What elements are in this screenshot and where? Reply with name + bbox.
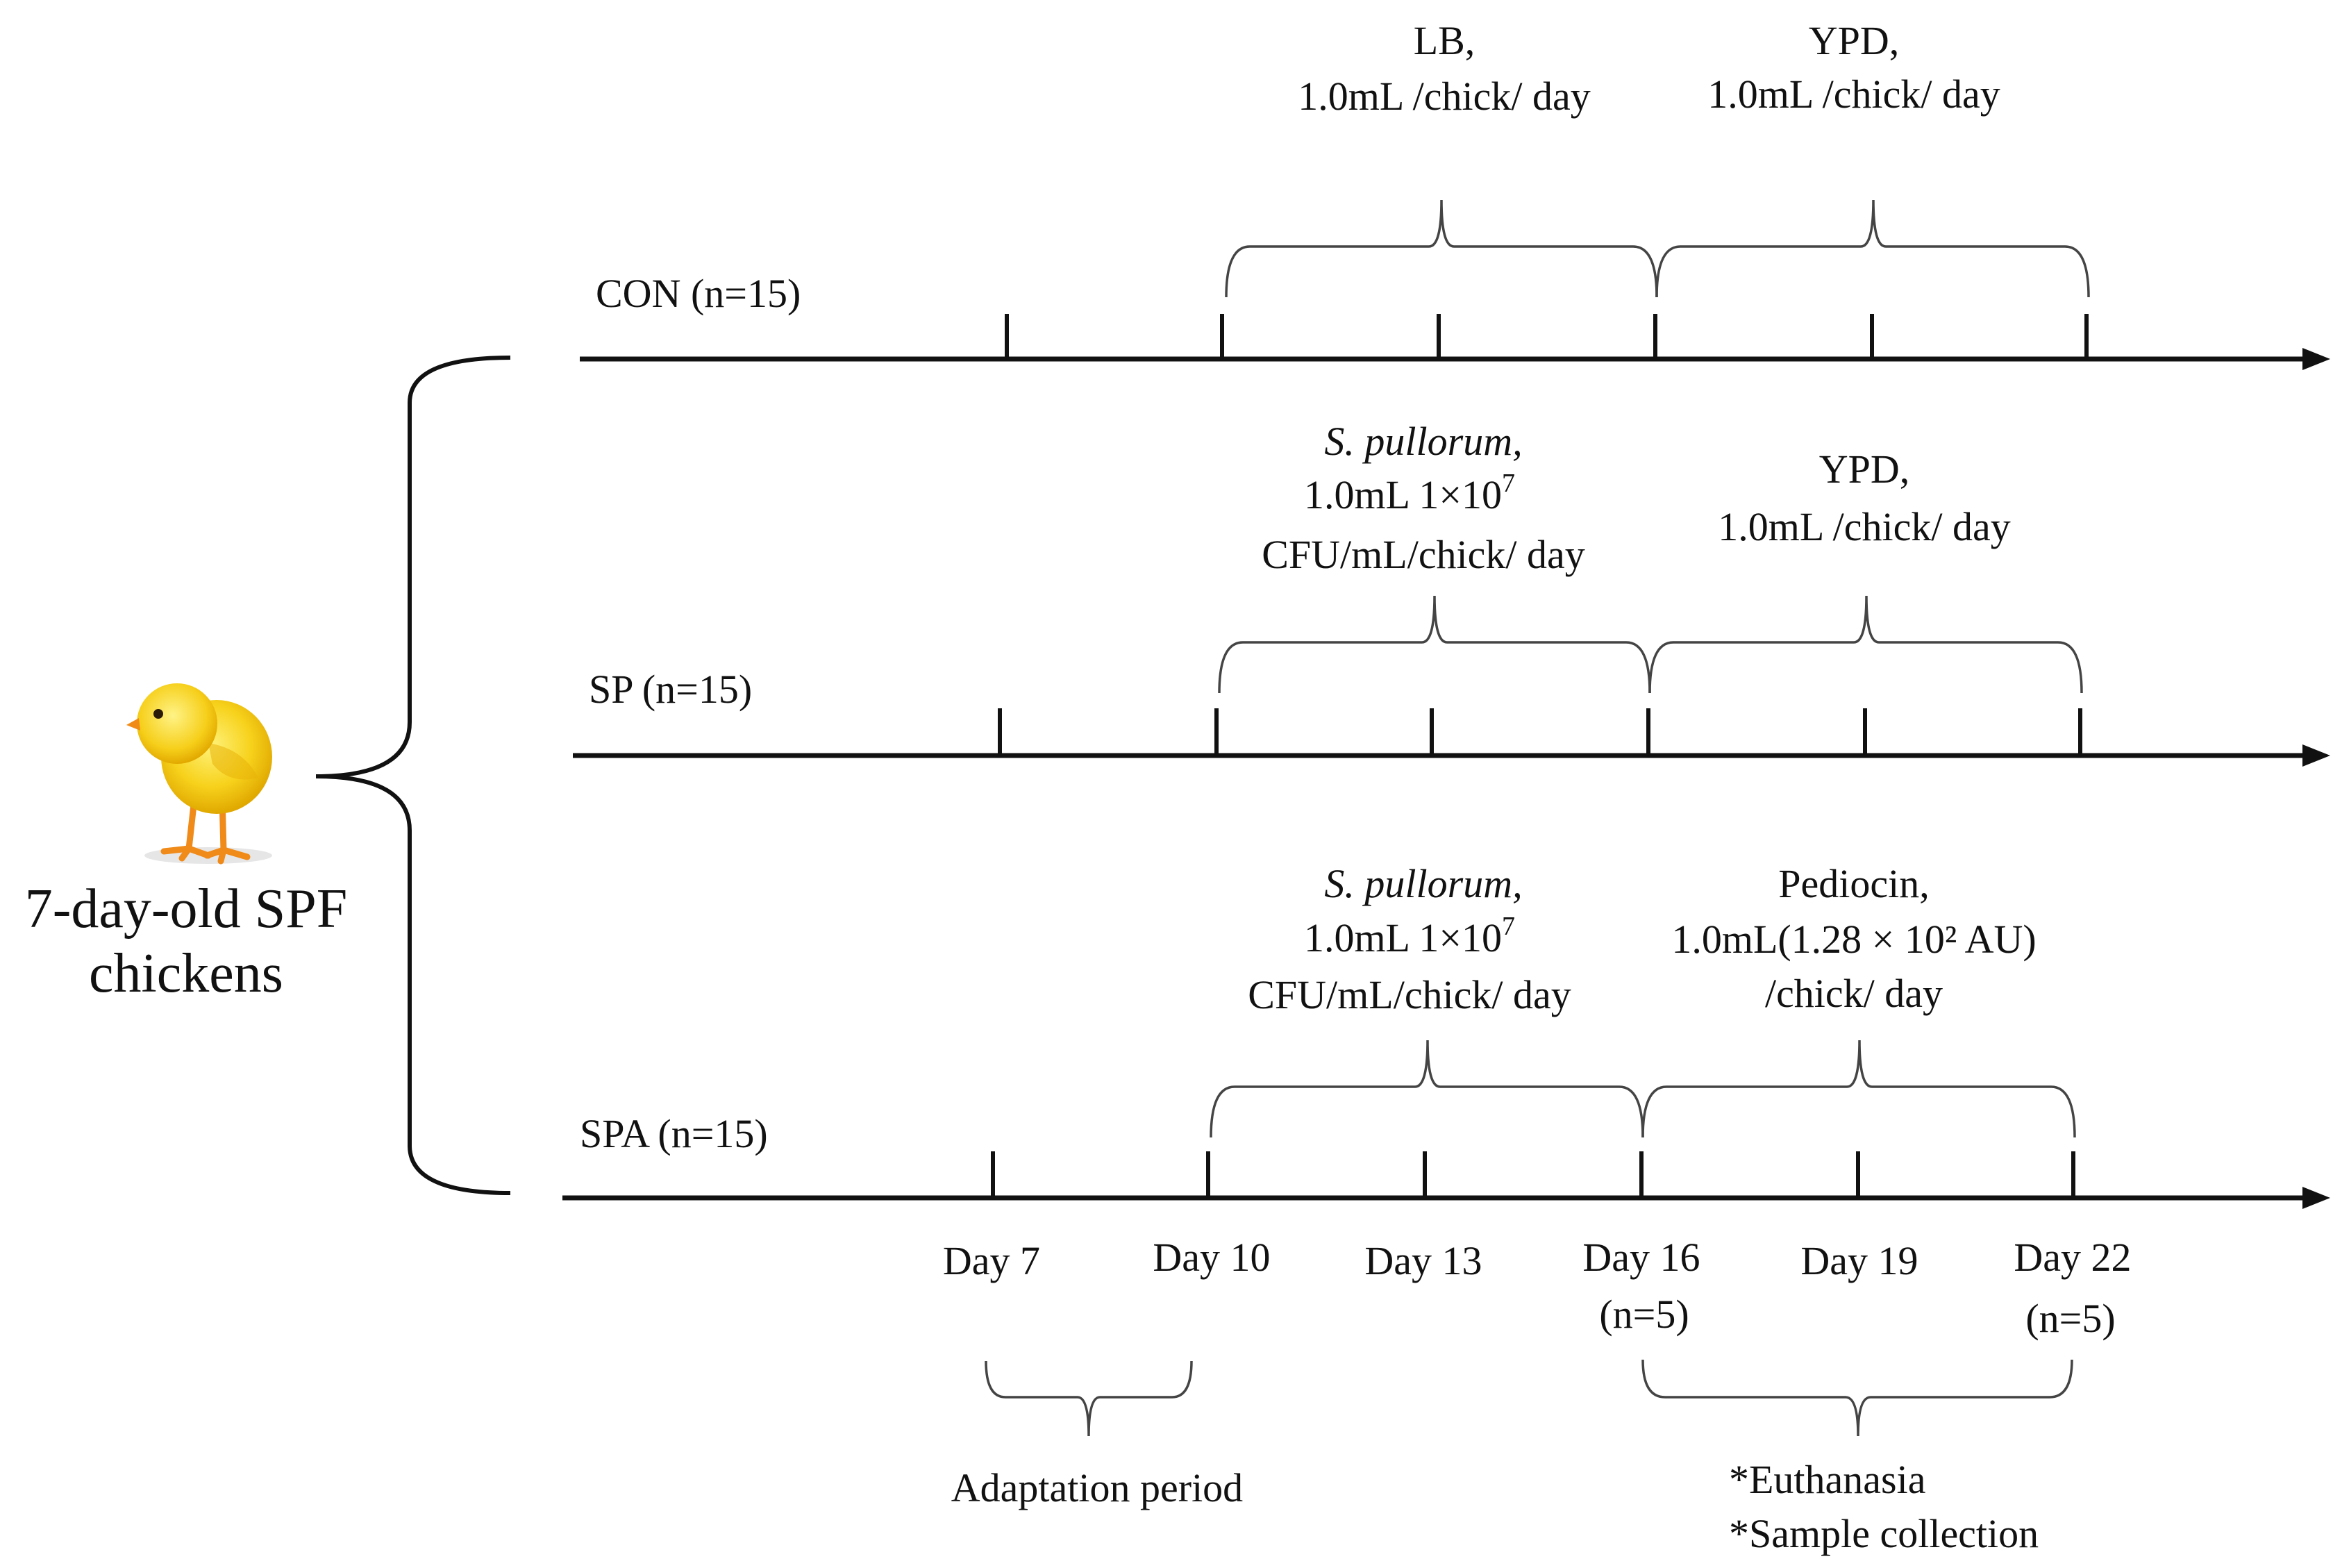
treatment2-line2: 1.0mL(1.28 × 10² AU) bbox=[1671, 917, 2036, 962]
treatment1-line1: S. pullorum, bbox=[1324, 419, 1522, 464]
adaptation-period-label: Adaptation period bbox=[951, 1465, 1243, 1510]
day-label-16: Day 16 bbox=[1582, 1235, 1700, 1280]
group-label-sp: SP (n=15) bbox=[589, 667, 752, 712]
chick-icon bbox=[126, 683, 272, 865]
treatment2-line1: YPD, bbox=[1819, 447, 1910, 492]
treatment1-line2: 1.0mL 1×107 bbox=[1304, 912, 1515, 960]
treatment2-line1: Pediocin, bbox=[1778, 861, 1929, 906]
endpoint-label-line1: *Euthanasia bbox=[1729, 1457, 1925, 1502]
treatment2-brace bbox=[1655, 199, 2090, 298]
treatment1-line1: S. pullorum, bbox=[1324, 861, 1522, 906]
day-label-22: Day 22 bbox=[2014, 1235, 2131, 1280]
day-label-13: Day 13 bbox=[1364, 1238, 1482, 1283]
treatment2-line1: YPD, bbox=[1809, 18, 1900, 63]
group-label-con: CON (n=15) bbox=[596, 271, 801, 316]
treatment2-line2: 1.0mL /chick/ day bbox=[1707, 72, 2000, 117]
axis-arrowhead bbox=[2302, 744, 2330, 767]
axis-arrowhead bbox=[2302, 348, 2330, 370]
treatment1-dose: 1.0mL 1×10 bbox=[1304, 915, 1502, 960]
adaptation-brace bbox=[985, 1360, 1193, 1437]
treatment1-exponent: 7 bbox=[1502, 469, 1515, 498]
day-label-19: Day 19 bbox=[1800, 1238, 1918, 1283]
group-brace bbox=[315, 356, 511, 1195]
timeline-sp: SP (n=15) S. pullorum, 1.0mL 1×107 CFU/m… bbox=[573, 419, 2330, 767]
subjects-label-line2: chickens bbox=[89, 943, 283, 1004]
treatment2-line2: 1.0mL /chick/ day bbox=[1718, 504, 2010, 549]
treatment1-exponent: 7 bbox=[1502, 912, 1515, 941]
treatment1-line3: CFU/mL/chick/ day bbox=[1262, 532, 1585, 577]
day-label-7: Day 7 bbox=[943, 1238, 1040, 1283]
treatment1-line2: 1.0mL /chick/ day bbox=[1298, 74, 1590, 119]
timeline-spa: SPA (n=15) S. pullorum, 1.0mL 1×107 CFU/… bbox=[562, 861, 2330, 1209]
endpoint-label-line2: *Sample collection bbox=[1729, 1511, 2039, 1556]
endpoint-brace bbox=[1641, 1359, 2073, 1437]
day16-sample-size: (n=5) bbox=[1599, 1292, 1689, 1337]
treatment1-brace bbox=[1225, 199, 1658, 298]
day22-sample-size: (n=5) bbox=[2025, 1296, 2115, 1341]
treatment1-brace bbox=[1218, 595, 1651, 694]
timeline-con: CON (n=15) LB, 1.0mL /chick/ day YPD, 1.… bbox=[580, 18, 2330, 370]
treatment2-line3: /chick/ day bbox=[1765, 971, 1943, 1016]
treatment1-line3: CFU/mL/chick/ day bbox=[1248, 972, 1571, 1017]
treatment1-line2: 1.0mL 1×107 bbox=[1304, 469, 1515, 517]
treatment2-brace bbox=[1648, 595, 2083, 694]
day-label-10: Day 10 bbox=[1153, 1235, 1270, 1280]
axis-arrowhead bbox=[2302, 1187, 2330, 1209]
treatment1-line1: LB, bbox=[1414, 18, 1475, 63]
treatment1-dose: 1.0mL 1×10 bbox=[1304, 472, 1502, 517]
treatment1-brace bbox=[1210, 1040, 1644, 1138]
treatment2-brace bbox=[1641, 1040, 2076, 1138]
subjects-label-line1: 7-day-old SPF bbox=[25, 878, 348, 940]
group-label-spa: SPA (n=15) bbox=[580, 1111, 768, 1156]
